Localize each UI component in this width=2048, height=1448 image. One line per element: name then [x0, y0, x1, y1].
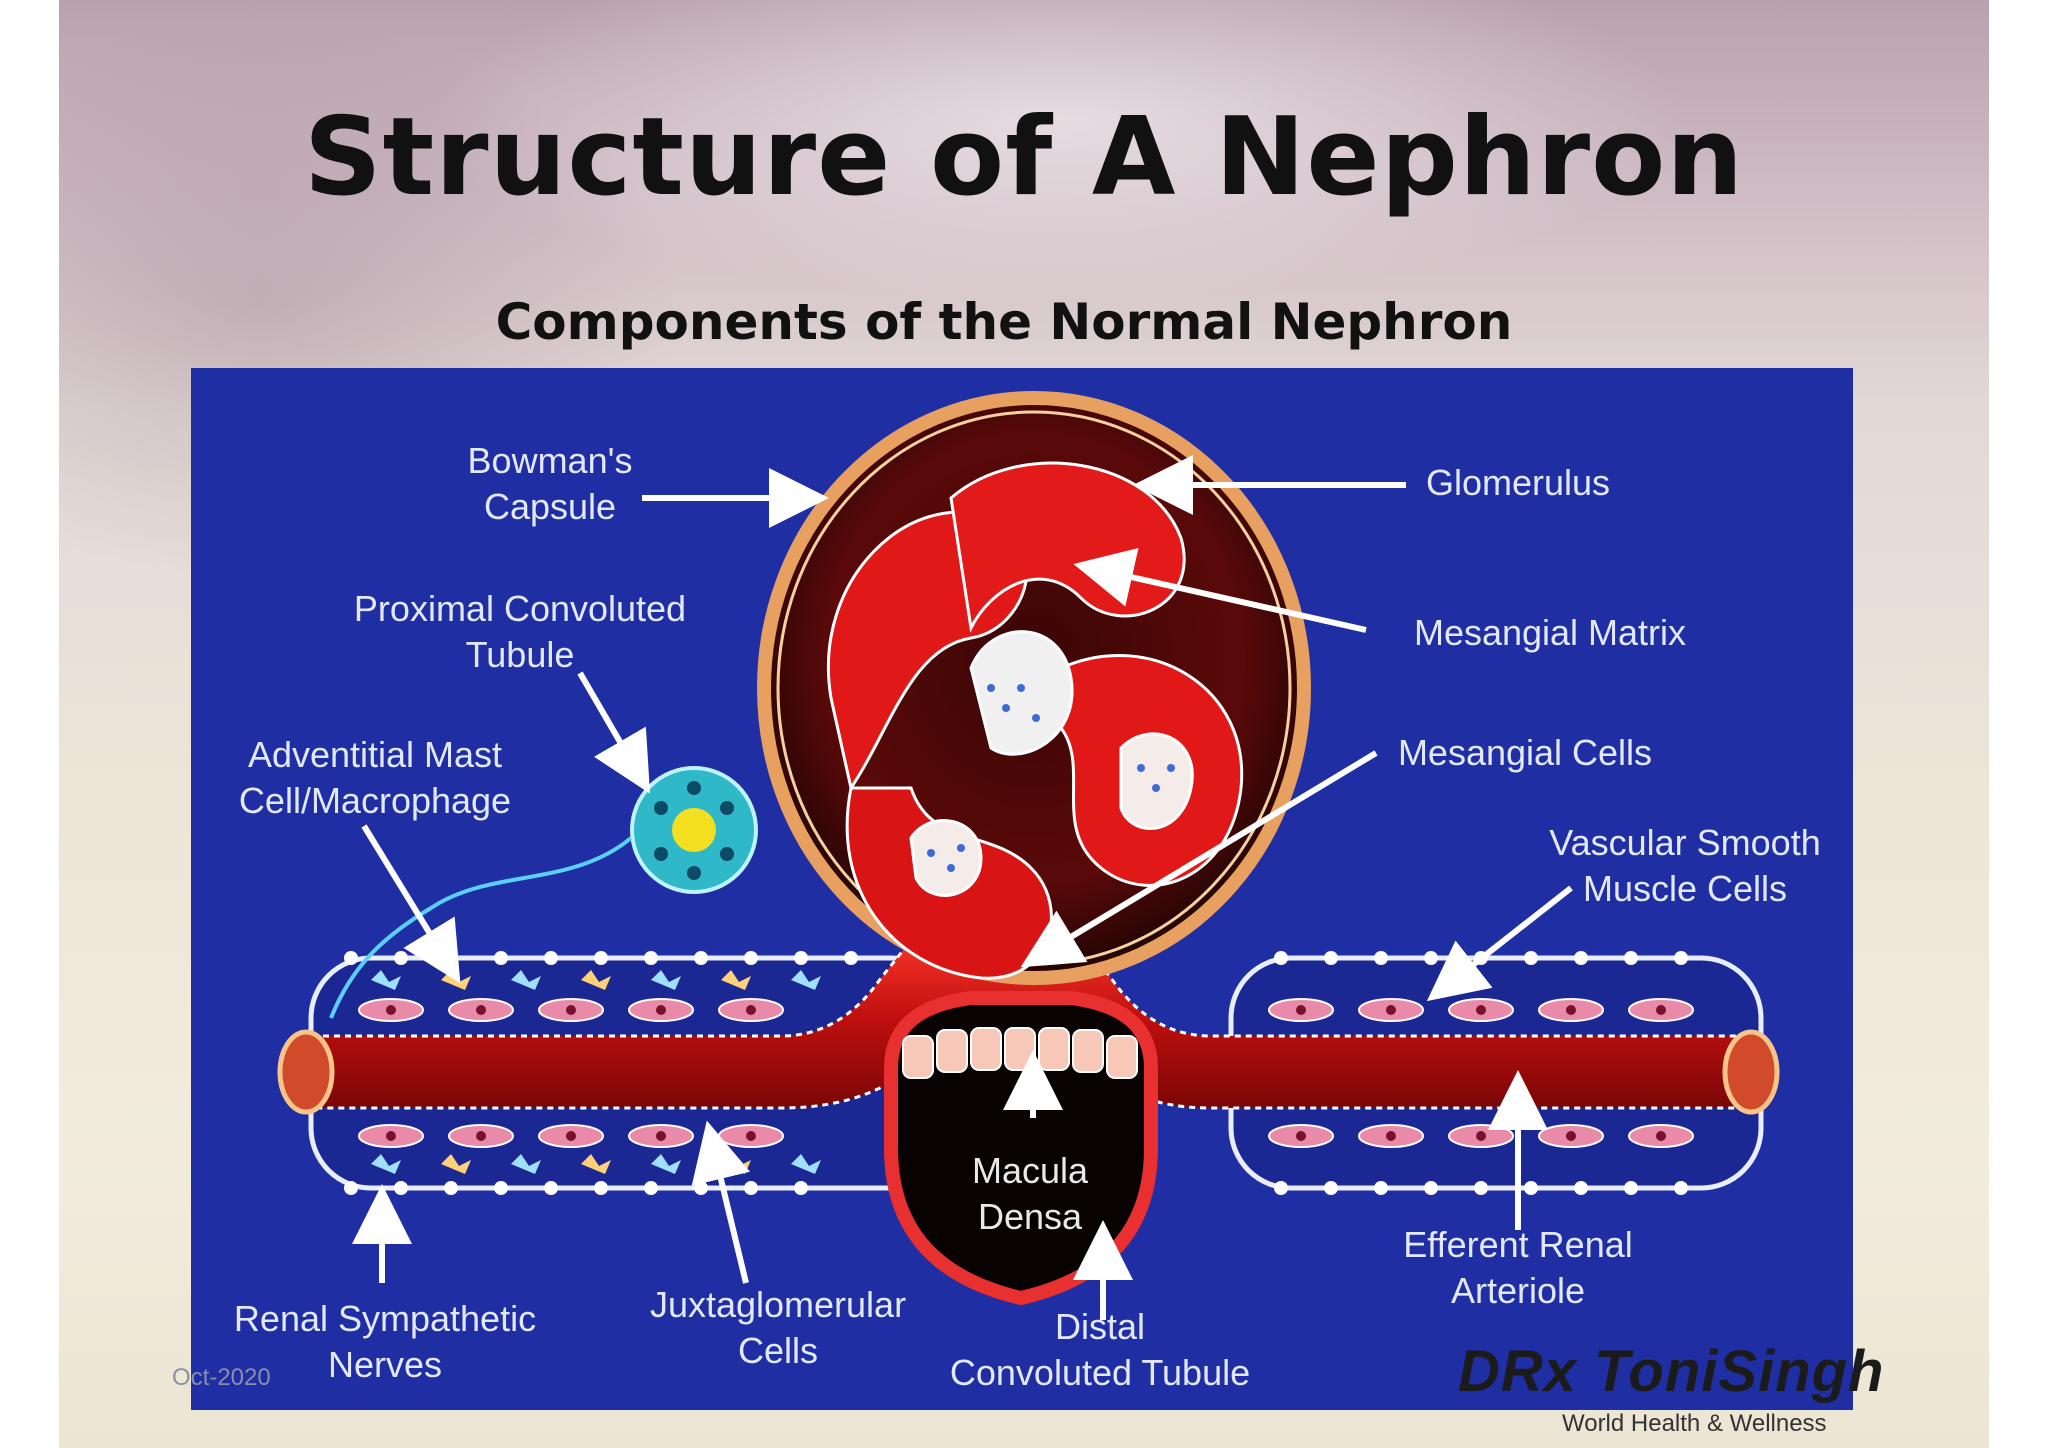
label-adventitial-mast-cell: Adventitial Mast Cell/Macrophage: [238, 734, 512, 821]
label-distal-tubule: Distal Convoluted Tubule: [949, 1306, 1251, 1393]
diagram-subtitle: Components of the Normal Nephron: [495, 293, 1513, 351]
smooth-muscle-cells: [358, 998, 1694, 1148]
label-macula-densa: Macula Densa: [971, 1150, 1089, 1237]
label-bowmans-capsule: Bowman's Capsule: [467, 440, 633, 527]
macrophage-cell: [630, 766, 758, 894]
nerve-fiber: [329, 836, 633, 1019]
page-title: Structure of A Nephron: [303, 95, 1745, 220]
mesangial-speckles: [927, 684, 1175, 872]
label-proximal-tubule: Proximal Convoluted Tubule: [353, 588, 687, 675]
label-mesangial-matrix: Mesangial Matrix: [1413, 612, 1687, 653]
label-efferent-arteriole: Efferent Renal Arteriole: [1403, 1224, 1633, 1311]
label-vascular-smooth-muscle: Vascular Smooth Muscle Cells: [1549, 822, 1821, 909]
label-glomerulus: Glomerulus: [1425, 462, 1611, 503]
label-juxtaglomerular-cells: Juxtaglomerular Cells: [649, 1284, 907, 1371]
nerve-cells: [371, 970, 821, 1174]
tubule-dots: [344, 951, 1688, 1195]
brand-logo: DRx ToniSingh: [1458, 1339, 1885, 1404]
glomerulus-loops: [827, 461, 1244, 980]
nephron-diagram: [277, 391, 1780, 1320]
label-mesangial-cells: Mesangial Cells: [1397, 732, 1653, 773]
brand-tagline: World Health & Wellness: [1562, 1410, 1827, 1437]
label-renal-sympathetic-nerves: Renal Sympathetic Nerves: [233, 1298, 537, 1385]
label-arrows: [352, 455, 1573, 1320]
footer-date: Oct-2020: [172, 1364, 271, 1391]
